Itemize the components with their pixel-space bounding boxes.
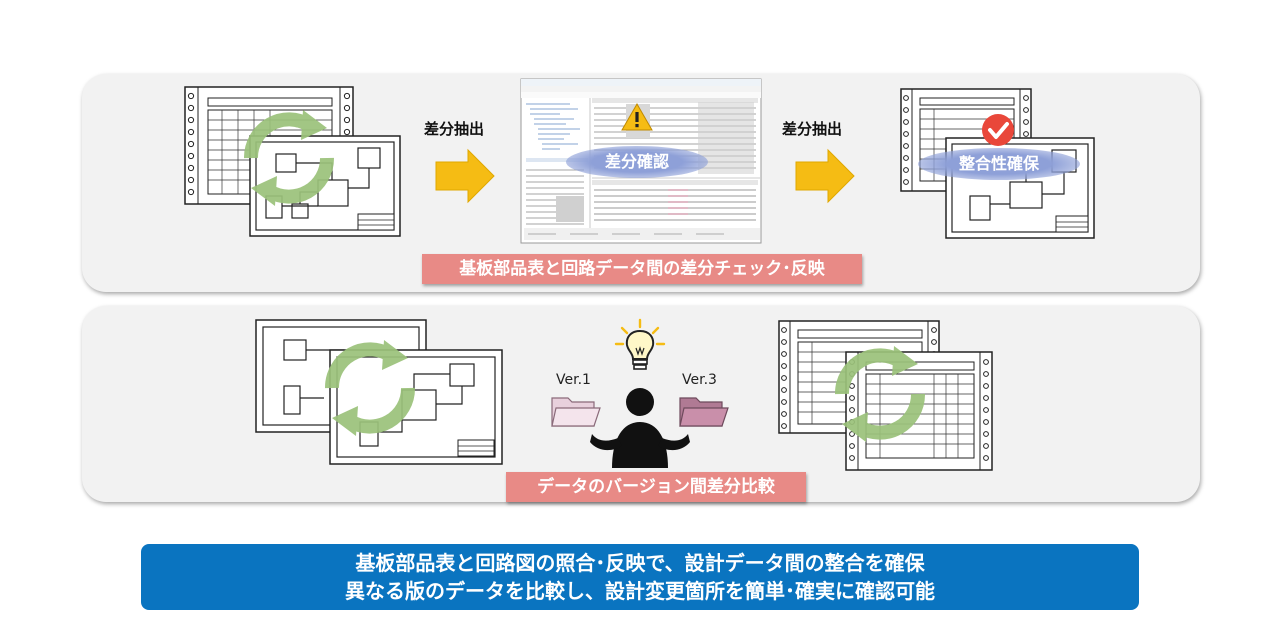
bottom-caption: データのバージョン間差分比較 bbox=[506, 472, 806, 502]
lightbulb-icon bbox=[614, 318, 666, 370]
cycle-arrows-icon bbox=[834, 346, 926, 442]
summary-line2: 異なる版のデータを比較し、設計変更箇所を簡単･確実に確認可能 bbox=[345, 579, 935, 603]
schematic-sheet bbox=[249, 135, 401, 237]
warning-icon bbox=[621, 102, 653, 131]
version-left-label: Ver.1 bbox=[556, 372, 591, 388]
schematic-sheet-new bbox=[329, 349, 503, 465]
schematic-versions-pair bbox=[255, 319, 503, 465]
folder-icon bbox=[679, 397, 729, 427]
consistency-badge: 整合性確保 bbox=[918, 148, 1080, 180]
parts-list-schematic-pair bbox=[184, 86, 401, 237]
person-shrug-icon bbox=[590, 388, 690, 468]
cycle-arrows-icon bbox=[243, 110, 335, 206]
diff-check-badge: 差分確認 bbox=[566, 146, 708, 178]
step1-label: 差分抽出 bbox=[424, 120, 485, 138]
right-arrow-icon bbox=[435, 148, 495, 204]
summary-banner: 基板部品表と回路図の照合･反映で、設計データ間の整合を確保 異なる版のデータを比… bbox=[141, 544, 1139, 610]
step2-label: 差分抽出 bbox=[782, 120, 843, 138]
top-caption: 基板部品表と回路データ間の差分チェック･反映 bbox=[422, 254, 862, 284]
parts-list-versions-pair bbox=[778, 320, 993, 471]
check-circle-icon bbox=[982, 114, 1014, 146]
summary-line1: 基板部品表と回路図の照合･反映で、設計データ間の整合を確保 bbox=[355, 551, 925, 575]
cycle-arrows-icon bbox=[324, 340, 416, 436]
folder-icon bbox=[551, 397, 601, 427]
version-right-label: Ver.3 bbox=[682, 372, 717, 388]
right-arrow-icon bbox=[795, 148, 855, 204]
